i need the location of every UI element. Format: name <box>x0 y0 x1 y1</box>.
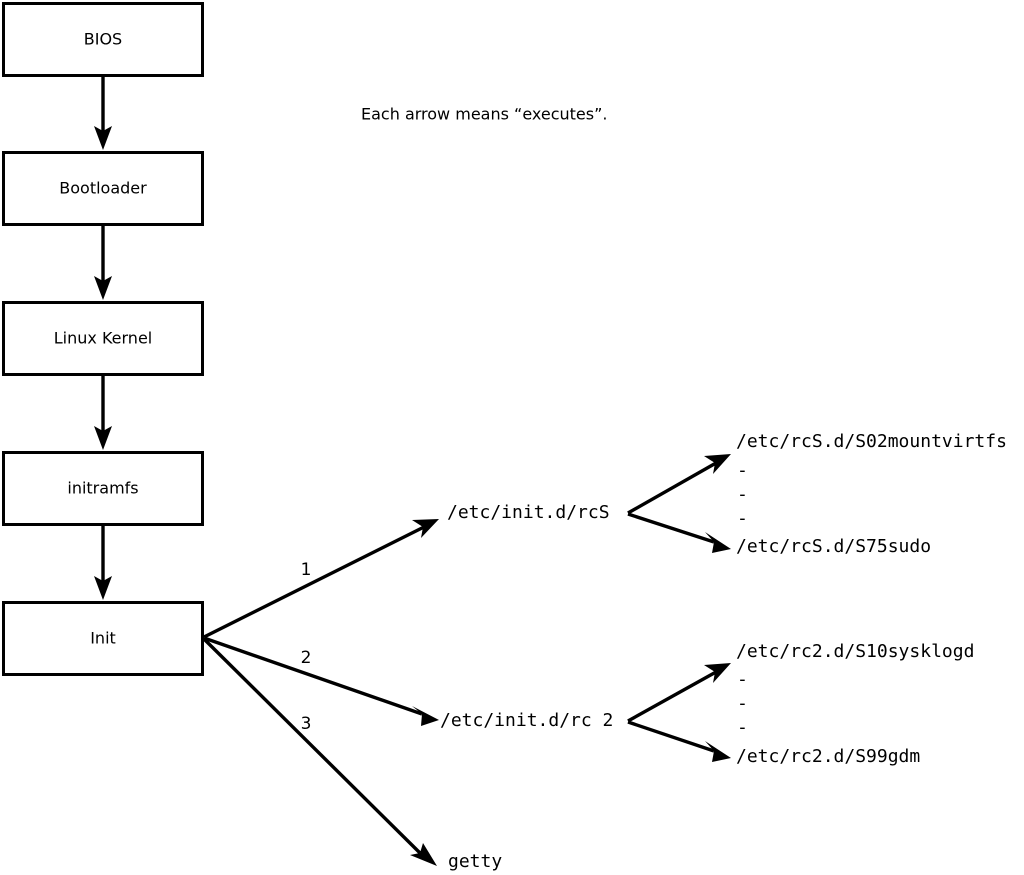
label-rcs-ellipsis-3: - <box>737 508 748 529</box>
node-bootloader[interactable]: Bootloader <box>2 151 204 226</box>
node-bootloader-rect <box>2 151 204 226</box>
edge-bootloader-to-kernel <box>94 225 112 300</box>
edge-rc2-last-line <box>627 720 715 753</box>
edge-bootloader-kernel-arrowhead <box>94 276 112 300</box>
node-linux-kernel-label: Linux Kernel <box>54 329 152 348</box>
node-initramfs-label: initramfs <box>67 479 138 498</box>
edge-init-branch-3-number: 3 <box>301 714 312 734</box>
edge-rcs-last-line <box>627 512 715 544</box>
label-rcs-ellipsis-2: - <box>737 484 748 505</box>
edge-init-branch-2-arrowhead <box>412 706 439 726</box>
node-initramfs-rect <box>2 451 204 526</box>
label-getty: getty <box>448 851 502 872</box>
node-init-label: Init <box>90 629 116 648</box>
edge-rcs-first-line <box>627 461 717 515</box>
edge-rcs-to-last-script <box>627 512 731 553</box>
label-rc2-script-last: /etc/rc2.d/S99gdm <box>736 746 920 767</box>
edge-init-branch-1: 1 <box>203 519 439 639</box>
edge-init-branch-1-arrowhead <box>412 519 439 538</box>
edge-rc2-last-arrowhead <box>705 741 731 762</box>
node-bios[interactable]: BIOS <box>2 2 204 77</box>
edge-init-branch-2-line <box>203 636 423 716</box>
label-rcs-ellipsis-1: - <box>737 460 748 481</box>
edge-rcs-to-first-script <box>627 454 731 515</box>
label-rcs-script-last: /etc/rcS.d/S75sudo <box>736 536 931 557</box>
diagram-note: Each arrow means “executes”. <box>361 105 607 124</box>
label-rc2-ellipsis-1: - <box>737 669 748 690</box>
label-rcs-script-first: /etc/rcS.d/S02mountvirtfs <box>736 431 1007 452</box>
edge-initramfs-init-arrowhead <box>94 576 112 600</box>
edge-bios-to-bootloader <box>94 76 112 150</box>
edge-rc2-to-last-script <box>627 720 731 762</box>
edge-rc2-first-line <box>627 670 717 723</box>
edge-init-branch-1-number: 1 <box>301 560 312 580</box>
edge-rcs-first-arrowhead <box>704 454 731 474</box>
label-init-d-rcs: /etc/init.d/rcS <box>447 502 610 523</box>
node-init-rect <box>2 601 204 676</box>
edge-init-branch-2: 2 <box>203 636 439 726</box>
edge-rc2-to-first-script <box>627 663 731 723</box>
edge-kernel-to-initramfs <box>94 375 112 450</box>
edge-kernel-initramfs-arrowhead <box>94 426 112 450</box>
node-bootloader-label: Bootloader <box>59 179 147 198</box>
node-bios-rect <box>2 2 204 77</box>
label-rc2-script-first: /etc/rc2.d/S10sysklogd <box>736 641 974 662</box>
edge-rc2-first-arrowhead <box>704 663 731 683</box>
edge-initramfs-to-init <box>94 525 112 600</box>
edge-init-branch-3-arrowhead <box>410 843 437 866</box>
node-initramfs[interactable]: initramfs <box>2 451 204 526</box>
edge-init-branch-3-line <box>202 637 422 855</box>
label-rc2-ellipsis-2: - <box>737 693 748 714</box>
edge-init-branch-1-line <box>203 525 425 639</box>
node-linux-kernel-rect <box>2 301 204 376</box>
node-linux-kernel[interactable]: Linux Kernel <box>2 301 204 376</box>
edge-init-branch-2-number: 2 <box>301 648 312 668</box>
edge-init-branch-3: 3 <box>202 637 437 866</box>
label-init-d-rc2: /etc/init.d/rc 2 <box>440 710 613 731</box>
edge-bios-bootloader-arrowhead <box>94 126 112 150</box>
node-init[interactable]: Init <box>2 601 204 676</box>
label-rc2-ellipsis-3: - <box>737 717 748 738</box>
node-bios-label: BIOS <box>84 30 122 49</box>
edge-rcs-last-arrowhead <box>705 532 731 553</box>
